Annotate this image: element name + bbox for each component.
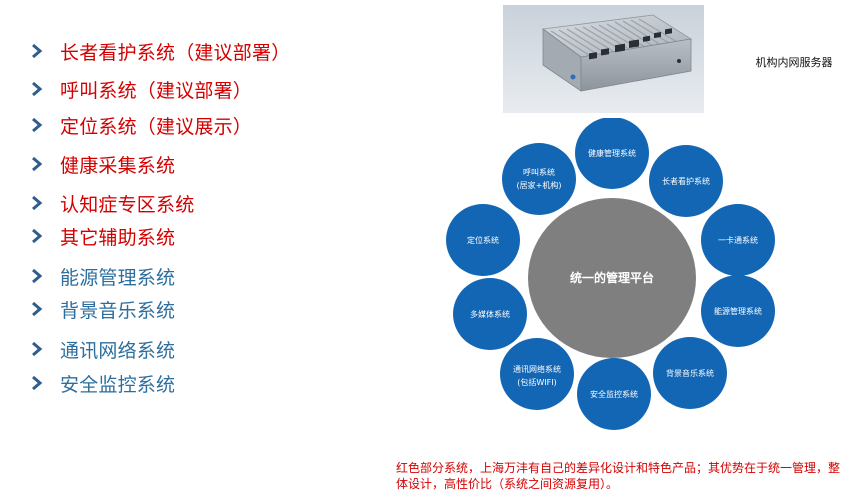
satellite-label: 一卡通系统 (718, 235, 758, 245)
server-photo (503, 5, 704, 113)
list-item-label: 其它辅助系统 (60, 226, 176, 249)
satellite-node: 通讯网络系统 (包括WIFI) (500, 338, 574, 410)
list-item-label: 呼叫系统（建议部署） (60, 79, 253, 102)
list-item: 呼叫系统（建议部署） (26, 75, 252, 103)
list-item-label: 能源管理系统 (60, 266, 176, 289)
list-item-label: 健康采集系统 (60, 154, 176, 177)
satellite-node: 多媒体系统 (453, 278, 527, 350)
satellite-label: 背景音乐系统 (666, 368, 714, 378)
center-node-label: 统一的管理平台 (570, 270, 654, 285)
chevron-right-icon (26, 298, 48, 320)
chevron-right-icon (26, 225, 48, 247)
satellite-label: 长者看护系统 (662, 176, 710, 186)
chevron-right-icon (26, 338, 48, 360)
list-item: 背景音乐系统 (26, 295, 175, 323)
list-item: 安全监控系统 (26, 369, 175, 397)
list-item-label: 安全监控系统 (60, 373, 176, 396)
list-item-label: 定位系统（建议展示） (60, 115, 253, 138)
satellite-label: 健康管理系统 (588, 148, 636, 158)
chevron-right-icon (26, 192, 48, 214)
list-item: 健康采集系统 (26, 150, 175, 178)
list-item: 长者看护系统（建议部署） (26, 37, 290, 65)
satellite-sublabel: (居家+机构) (517, 180, 562, 190)
chevron-right-icon (26, 40, 48, 62)
list-item: 能源管理系统 (26, 262, 175, 290)
satellite-node: 一卡通系统 (701, 204, 775, 276)
footnote: 红色部分系统，上海万沣有自己的差异化设计和特色产品；其优势在于统一管理，整体设计… (396, 461, 841, 491)
systems-list: 长者看护系统（建议部署） 呼叫系统（建议部署） 定位系统（建议展示） 健康采集系… (26, 37, 290, 397)
chevron-right-icon (26, 265, 48, 287)
chevron-right-icon (26, 114, 48, 136)
satellite-sublabel: (包括WIFI) (517, 377, 556, 387)
satellite-node: 能源管理系统 (701, 275, 775, 347)
chevron-right-icon (26, 78, 48, 100)
list-item-label: 通讯网络系统 (60, 339, 176, 362)
satellite-node: 安全监控系统 (577, 358, 651, 430)
satellite-label: 呼叫系统 (523, 167, 555, 177)
server-label: 机构内网服务器 (755, 56, 833, 69)
satellite-label: 多媒体系统 (470, 309, 510, 319)
satellite-node: 长者看护系统 (649, 145, 723, 217)
satellite-node: 健康管理系统 (575, 118, 649, 189)
list-item: 定位系统（建议展示） (26, 111, 252, 139)
satellite-label: 能源管理系统 (714, 306, 762, 316)
list-item-label: 背景音乐系统 (60, 299, 176, 322)
satellite-label: 定位系统 (467, 235, 499, 245)
center-node (528, 198, 696, 358)
list-item-label: 长者看护系统（建议部署） (60, 41, 291, 64)
list-item: 其它辅助系统 (26, 222, 175, 250)
satellite-label: 通讯网络系统 (513, 364, 561, 374)
satellite-node: 呼叫系统 (居家+机构) (502, 143, 576, 215)
system-hub-diagram: 统一的管理平台 健康管理系统 长者看护系统 一卡通系统 能源管理系统 背景音乐系… (440, 118, 788, 436)
list-item-label: 认知症专区系统 (60, 193, 195, 216)
satellite-node: 定位系统 (446, 204, 520, 276)
satellite-node: 背景音乐系统 (653, 337, 727, 409)
satellite-label: 安全监控系统 (590, 389, 638, 399)
list-item: 通讯网络系统 (26, 335, 175, 363)
chevron-right-icon (26, 153, 48, 175)
chevron-right-icon (26, 372, 48, 394)
list-item: 认知症专区系统 (26, 189, 194, 217)
